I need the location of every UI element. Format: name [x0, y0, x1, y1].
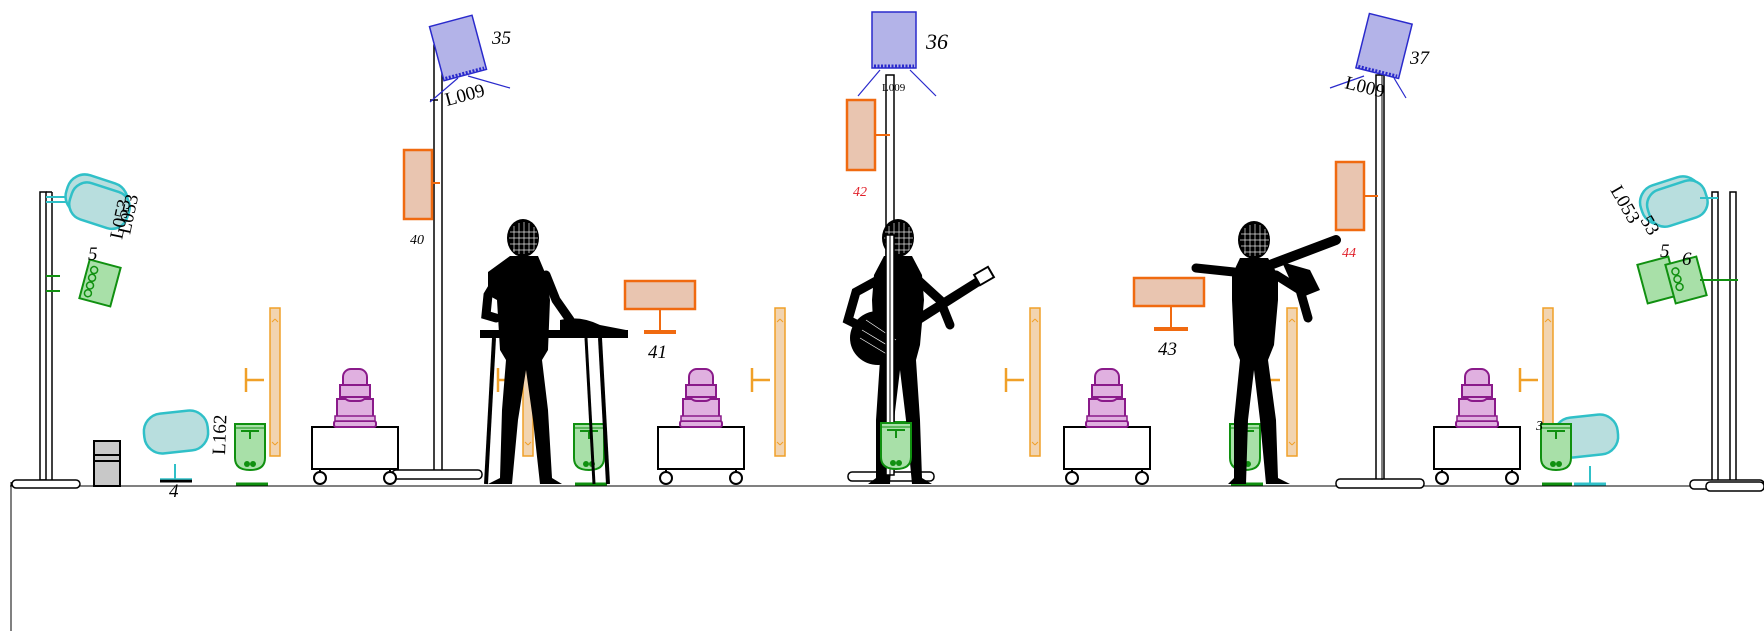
mover-head-icon — [657, 368, 745, 485]
label-led-left: 5 — [88, 244, 98, 265]
led-uplight-1 — [233, 423, 267, 471]
label-led-right-a: 5 — [1660, 241, 1670, 262]
label-panel-43: 43 — [1158, 339, 1177, 360]
label-code-36: L009 — [882, 82, 906, 94]
panel-44 — [1334, 160, 1366, 232]
fresnel-icon — [1638, 175, 1709, 228]
panel-43 — [1132, 276, 1206, 308]
label-led-right-b: 6 — [1682, 249, 1692, 270]
mover-head-icon — [1433, 368, 1521, 485]
strip-light-4 — [1029, 307, 1041, 457]
label-panel-40: 40 — [410, 233, 424, 248]
led-par-icon — [1664, 255, 1708, 305]
performer-icon — [842, 218, 996, 484]
led-uplight-3-front — [879, 422, 913, 470]
label-spot-37: 37 — [1409, 48, 1431, 69]
label-floor-3: 3 — [1535, 419, 1543, 434]
strip-light-1 — [269, 307, 281, 457]
boom-35 — [391, 44, 483, 480]
spot-fixture-icon — [1354, 12, 1414, 80]
panel-42 — [845, 98, 877, 172]
strip-mount-1 — [244, 366, 266, 394]
panel-41 — [623, 279, 697, 311]
strip-light-5 — [1286, 307, 1298, 457]
boom-37 — [1335, 74, 1425, 489]
strip-mount-4 — [1004, 366, 1026, 394]
mover-head-icon — [311, 368, 399, 485]
led-par-icon — [78, 258, 122, 308]
label-fres-floor: L162 — [209, 414, 231, 455]
label-panel-41: 41 — [648, 342, 667, 363]
performer-icon — [1191, 220, 1341, 484]
performer-icon — [480, 218, 628, 485]
floor-fresnel-icon — [142, 409, 210, 455]
spot-fixture-icon — [870, 10, 918, 70]
strip-mount-3 — [750, 366, 772, 394]
label-panel-42: 42 — [853, 185, 867, 200]
label-spot-35: 35 — [491, 28, 511, 49]
strip-light-3 — [774, 307, 786, 457]
led-uplight-2 — [572, 423, 606, 471]
label-floor-4: 4 — [169, 481, 179, 502]
right-boom — [1689, 191, 1764, 492]
led-uplight-5 — [1539, 423, 1573, 471]
amp-icon — [93, 440, 121, 487]
left-boom — [11, 191, 81, 489]
label-spot-36: 36 — [925, 29, 948, 54]
mover-head-icon — [1063, 368, 1151, 485]
strip-mount-6 — [1518, 366, 1540, 394]
label-panel-44: 44 — [1342, 246, 1356, 261]
fresnel-icon — [64, 173, 131, 231]
panel-40 — [402, 148, 434, 221]
